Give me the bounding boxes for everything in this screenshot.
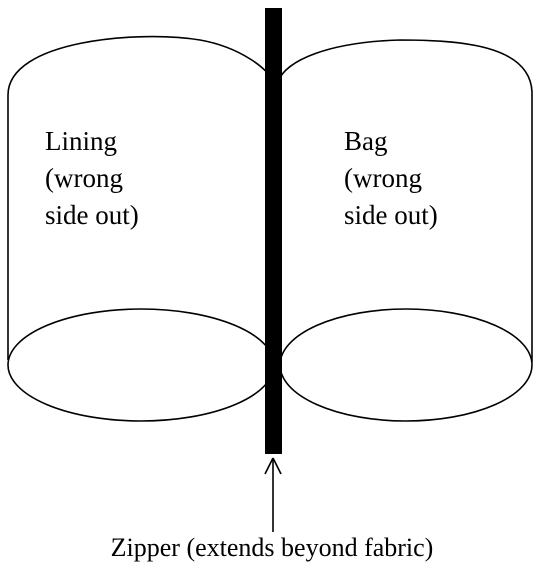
bag-cylinder bbox=[278, 40, 532, 421]
arrow-head-right bbox=[273, 458, 281, 474]
lining-label-line-1: Lining bbox=[45, 126, 117, 156]
bag-label-line-2: (wrong bbox=[344, 163, 422, 193]
bag-top-arc bbox=[278, 40, 532, 92]
arrow-head-left bbox=[265, 458, 273, 474]
bag-label-line-3: side out) bbox=[344, 200, 438, 230]
zipper-arrow bbox=[265, 458, 281, 532]
lining-bottom-ellipse bbox=[8, 309, 274, 421]
lining-label-line-2: (wrong bbox=[45, 163, 123, 193]
bag-label-line-1: Bag bbox=[344, 126, 388, 156]
lining-top-arc bbox=[8, 37, 273, 95]
bag-bottom-ellipse bbox=[280, 309, 532, 421]
lining-label-line-3: side out) bbox=[45, 200, 139, 230]
lining-label: Lining (wrong side out) bbox=[45, 126, 139, 230]
zipper-caption: Zipper (extends beyond fabric) bbox=[111, 533, 434, 562]
zipper-bar bbox=[265, 8, 282, 454]
bag-label: Bag (wrong side out) bbox=[344, 126, 438, 230]
